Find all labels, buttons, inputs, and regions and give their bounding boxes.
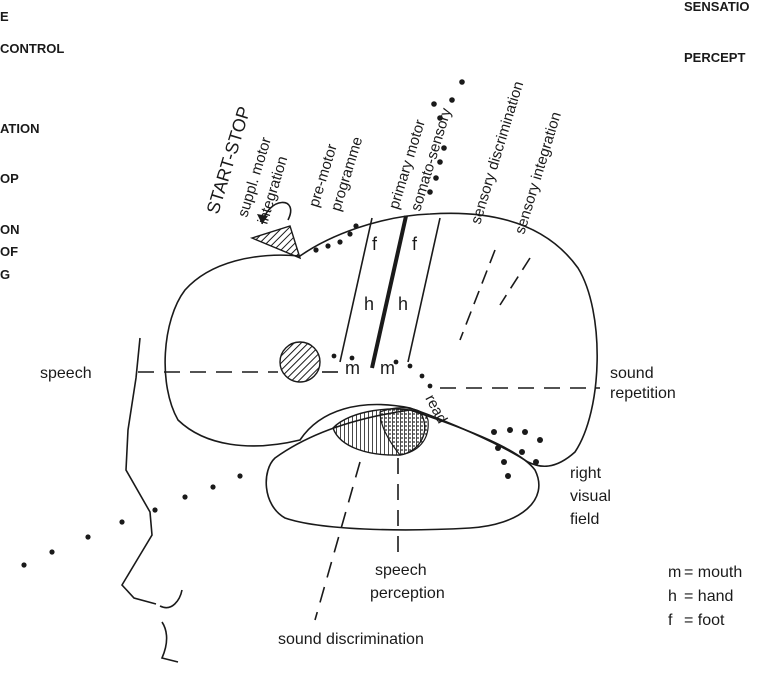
legend-key-f: f	[668, 612, 673, 629]
label-speech: speech	[40, 365, 92, 382]
legend-value-m: = mouth	[684, 564, 742, 581]
label-visual: visual	[570, 488, 611, 505]
label-field: field	[570, 511, 599, 528]
dot-path-suppl-to-motor	[313, 223, 358, 252]
central-sulcus-line	[372, 216, 406, 368]
label-sensory-discrimination: sensory discrimination	[468, 79, 528, 226]
left-fragment-3: ATION	[0, 121, 39, 136]
broca-area	[280, 342, 320, 382]
left-fragment-4: OP	[0, 171, 19, 186]
strip-letter-m-2: m	[380, 358, 395, 378]
label-sound-discrimination: sound discrimination	[278, 631, 424, 648]
lip-curve	[162, 622, 178, 662]
label-sound: sound	[610, 365, 654, 382]
label-sensory-integration: sensory integration	[512, 110, 565, 236]
suppl-motor-area	[252, 226, 300, 258]
right-fragment-2: PERCEPT	[684, 50, 745, 65]
strip-letter-h-1: h	[364, 294, 374, 314]
label-speech-2: speech	[375, 562, 427, 579]
sound-discrimination-dash-line	[315, 462, 360, 620]
left-fragment-1: E	[0, 9, 9, 24]
legend-key-h: h	[668, 588, 677, 605]
legend-key-m: m	[668, 564, 681, 581]
legend-value-f: = foot	[684, 612, 725, 629]
sensory-integration-dash	[500, 258, 530, 305]
strip-letter-m-1: m	[345, 358, 360, 378]
strip-letter-f-1: f	[372, 234, 378, 254]
label-perception: perception	[370, 585, 445, 602]
legend-value-h: = hand	[684, 588, 733, 605]
left-fragment-7: G	[0, 267, 10, 282]
face-profile	[122, 338, 156, 604]
strip-letter-h-2: h	[398, 294, 408, 314]
right-fragment-1: SENSATIO	[684, 0, 750, 14]
sensory-discrimination-dash	[460, 250, 495, 340]
label-right: right	[570, 465, 602, 482]
premotor-border-line	[340, 218, 372, 362]
dot-path-eye	[21, 473, 242, 567]
label-repetition: repetition	[610, 385, 676, 402]
strip-letter-f-2: f	[412, 234, 418, 254]
nose-curve	[160, 590, 182, 608]
legend: m = mouth h = hand f = foot	[668, 564, 742, 629]
left-fragment-2: CONTROL	[0, 41, 64, 56]
left-fragment-5: ON	[0, 222, 20, 237]
left-fragment-6: OF	[0, 244, 18, 259]
